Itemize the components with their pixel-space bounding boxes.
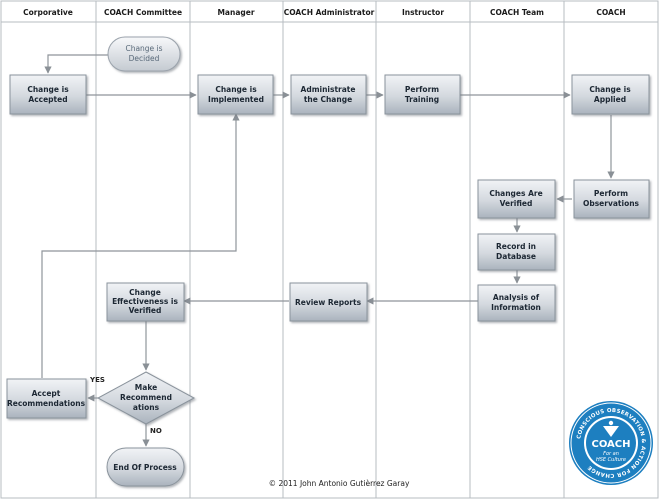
- node-text: Changes Are: [489, 189, 542, 198]
- coach-logo: CONSCIOUS OBSERVATION & ACTION FOR CHANG…: [569, 401, 653, 485]
- node-text: Change: [129, 288, 161, 297]
- node-record-database[interactable]: Record in Database: [477, 233, 556, 271]
- node-text: Recommend: [120, 393, 172, 402]
- no-label: NO: [150, 427, 162, 435]
- node-text: Applied: [594, 95, 626, 104]
- node-text: Change is: [125, 44, 162, 53]
- node-review-reports[interactable]: Review Reports: [289, 282, 368, 322]
- node-text: Training: [405, 95, 439, 104]
- node-text: End Of Process: [113, 463, 177, 472]
- lane-instructor: Instructor: [402, 8, 444, 17]
- node-changes-verified[interactable]: Changes Are Verified: [477, 179, 556, 219]
- node-text: Administrate: [301, 85, 356, 94]
- lane-coach: COACH: [596, 8, 625, 17]
- arrow-accept-to-implemented: [41, 113, 240, 378]
- logo-tagline-2: HSE Culture: [596, 457, 626, 463]
- node-change-accepted[interactable]: Change is Accepted: [9, 74, 87, 115]
- node-text: Accepted: [28, 95, 67, 104]
- node-analysis-information[interactable]: Analysis of Information: [477, 284, 556, 322]
- node-change-applied[interactable]: Change is Applied: [571, 74, 650, 115]
- lane-coach-administrator: COACH Administrator: [284, 8, 375, 17]
- node-text: Review Reports: [295, 298, 362, 307]
- node-perform-observations[interactable]: Perform Observations: [573, 179, 650, 219]
- node-accept-recommendations[interactable]: Accept Recommendations: [6, 378, 87, 419]
- node-text: Decided: [129, 54, 160, 63]
- node-text: Verified: [129, 306, 162, 315]
- node-change-implemented[interactable]: Change is Implemented: [197, 74, 274, 115]
- lane-coach-committee: COACH Committee: [104, 8, 182, 17]
- node-text: Record in: [496, 242, 536, 251]
- node-text: Accept: [32, 389, 61, 398]
- node-text: Database: [496, 252, 536, 261]
- node-text: Implemented: [208, 95, 264, 104]
- node-make-recommendations[interactable]: Make Recommend ations: [96, 371, 196, 425]
- lane-manager: Manager: [217, 8, 254, 17]
- node-text: Effectiveness is: [112, 297, 178, 306]
- node-text: Analysis of: [493, 293, 540, 302]
- arrow-decided-to-accepted: [44, 54, 108, 74]
- node-text: Perform: [594, 189, 628, 198]
- copyright-footer: © 2011 John Antonio Gutièrrez Garay: [269, 479, 410, 488]
- lane-coach-team: COACH Team: [490, 8, 544, 17]
- yes-label: YES: [89, 376, 105, 384]
- node-text: Change is: [27, 85, 69, 94]
- node-change-decided[interactable]: Change is Decided: [107, 36, 181, 72]
- node-perform-training[interactable]: Perform Training: [384, 74, 461, 115]
- node-effectiveness-verified[interactable]: Change Effectiveness is Verified: [106, 282, 185, 322]
- node-text: Recommendations: [7, 399, 86, 408]
- logo-triangle-icon: [603, 426, 619, 437]
- node-text: the Change: [304, 95, 352, 104]
- node-text: Change is: [589, 85, 631, 94]
- lane-corporative: Corporative: [23, 8, 73, 17]
- node-text: Make: [135, 383, 157, 392]
- logo-tagline-1: For an: [603, 451, 619, 457]
- logo-name: COACH: [591, 439, 630, 450]
- node-administrate-change[interactable]: Administrate the Change: [290, 74, 367, 115]
- lane-headers: Corporative COACH Committee Manager COAC…: [23, 8, 626, 17]
- node-text: Verified: [500, 199, 533, 208]
- node-text: Change is: [215, 85, 257, 94]
- node-text: Observations: [583, 199, 640, 208]
- node-text: Perform: [405, 85, 439, 94]
- node-text: Information: [491, 303, 541, 312]
- connectors: [41, 54, 615, 447]
- node-text: ations: [133, 403, 160, 412]
- node-end-process[interactable]: End Of Process: [106, 447, 185, 487]
